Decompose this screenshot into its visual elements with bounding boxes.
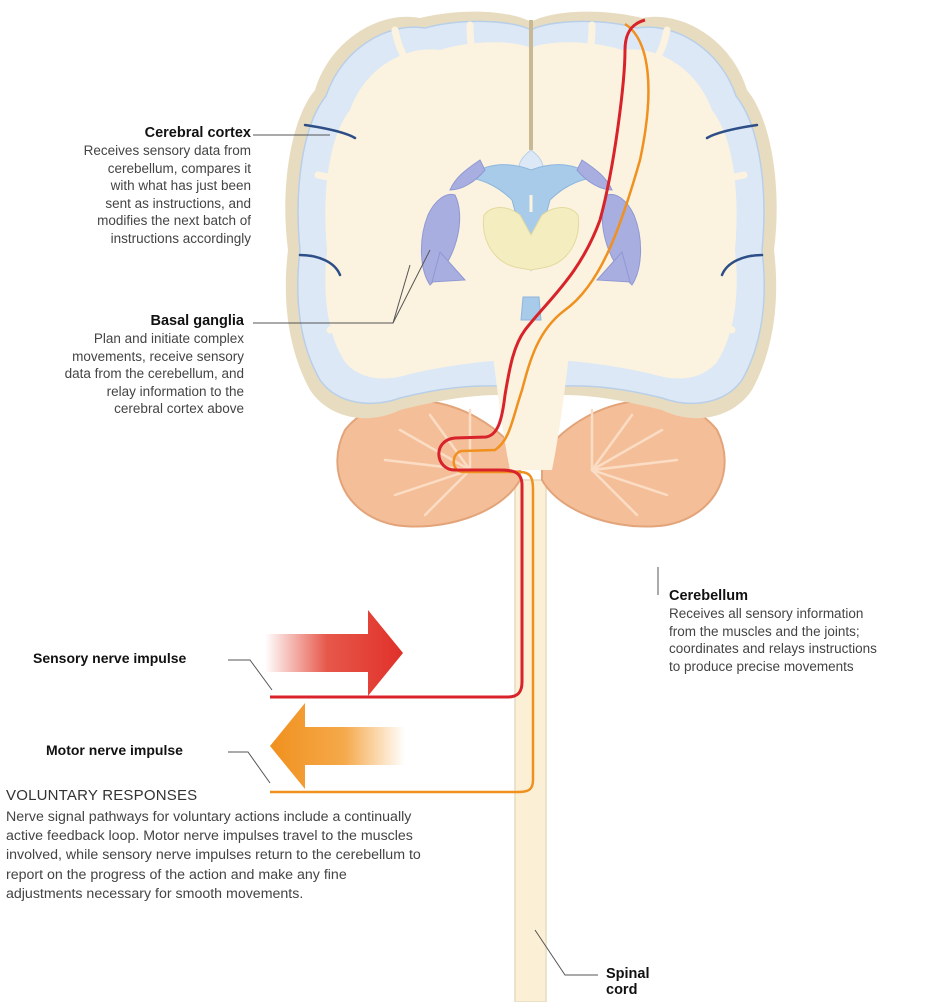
- cerebral-cortex-text-3: with what has just been: [11, 177, 251, 195]
- cerebellum-text-3: coordinates and relays instructions: [669, 640, 939, 658]
- cerebral-cortex-label: Cerebral cortex Receives sensory data fr…: [11, 124, 251, 247]
- cerebral-cortex-title: Cerebral cortex: [11, 124, 251, 142]
- cerebellum-text-2: from the muscles and the joints;: [669, 623, 939, 641]
- cerebral-cortex-text-5: modifies the next batch of: [11, 212, 251, 230]
- cerebral-cortex-text-2: cerebellum, compares it: [11, 160, 251, 178]
- basal-ganglia-title: Basal ganglia: [0, 312, 244, 330]
- cerebellum-label: Cerebellum Receives all sensory informat…: [669, 587, 939, 675]
- voluntary-body: Nerve signal pathways for voluntary acti…: [6, 808, 426, 904]
- motor-impulse-label: Motor nerve impulse: [46, 742, 183, 758]
- basal-ganglia-text-3: data from the cerebellum, and: [0, 365, 244, 383]
- spinal-cord-label: Spinal cord: [606, 966, 650, 998]
- cerebral-cortex-text-6: instructions accordingly: [11, 230, 251, 248]
- cerebral-cortex-text-4: sent as instructions, and: [11, 195, 251, 213]
- basal-ganglia-text-2: movements, receive sensory: [0, 348, 244, 366]
- cerebellum-text-1: Receives all sensory information: [669, 605, 939, 623]
- sensory-arrow: [265, 610, 403, 696]
- spinal-cord-label-1: Spinal: [606, 966, 650, 982]
- motor-arrow: [270, 703, 405, 789]
- voluntary-title: VOLUNTARY RESPONSES: [6, 787, 197, 804]
- spinal-cord-label-2: cord: [606, 982, 650, 998]
- basal-ganglia-text-5: cerebral cortex above: [0, 400, 244, 418]
- cerebellum-title: Cerebellum: [669, 587, 939, 605]
- cerebellum-text-4: to produce precise movements: [669, 658, 939, 676]
- sensory-impulse-label: Sensory nerve impulse: [33, 650, 186, 666]
- basal-ganglia-label: Basal ganglia Plan and initiate complex …: [0, 312, 244, 418]
- cerebral-cortex-text-1: Receives sensory data from: [11, 142, 251, 160]
- basal-ganglia-text-1: Plan and initiate complex: [0, 330, 244, 348]
- basal-ganglia-text-4: relay information to the: [0, 383, 244, 401]
- spinal-cord: [515, 480, 546, 1002]
